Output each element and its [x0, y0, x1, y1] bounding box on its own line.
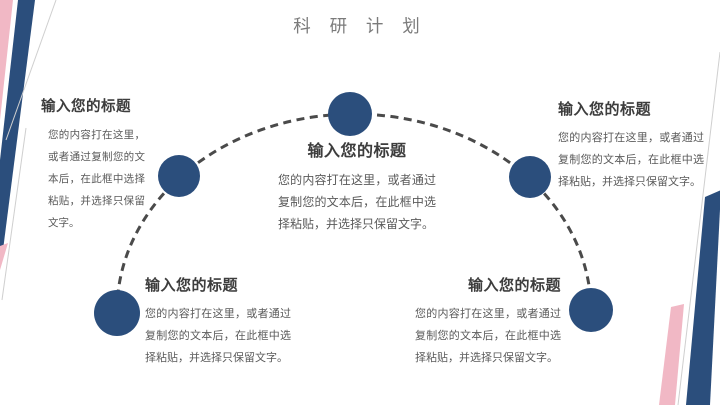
slide-title: 科 研 计 划 — [293, 16, 427, 36]
item-block-lower-left: 输入您的标题 您的内容打在这里，或者通过复制您的文本后，在此框中选择粘贴，并选择… — [145, 276, 291, 369]
node-circle-lower-left — [94, 290, 140, 336]
item-block-lower-right: 输入您的标题 您的内容打在这里，或者通过复制您的文本后，在此框中选择粘贴，并选择… — [415, 276, 561, 369]
item-body: 您的内容打在这里，或者通过复制您的文本后，在此框中选择粘贴，并选择只保留文字。 — [415, 308, 561, 364]
item-block-upper-left: 输入您的标题 您的内容打在这里，或者通过复制您的文本后，在此框中选择粘贴，并选择… — [41, 97, 151, 234]
node-circle-upper-left — [158, 155, 200, 197]
item-block-top-center: 输入您的标题 您的内容打在这里，或者通过复制您的文本后，在此框中选择粘贴，并选择… — [278, 142, 436, 235]
pink-stripe-top-left — [0, 0, 13, 120]
node-circle-top — [328, 92, 372, 136]
thin-line-top-left — [5, 0, 57, 141]
node-circle-upper-right — [509, 156, 551, 198]
item-body: 您的内容打在这里，或者通过复制您的文本后，在此框中选择粘贴，并选择只保留文字。 — [145, 308, 291, 364]
item-title: 输入您的标题 — [467, 277, 561, 294]
node-circle-lower-right — [569, 288, 613, 332]
item-title: 输入您的标题 — [558, 101, 652, 118]
item-title: 输入您的标题 — [307, 143, 407, 160]
thin-line-left-lower — [1, 127, 27, 301]
pink-sliver-top-left — [0, 243, 8, 270]
item-title: 输入您的标题 — [41, 99, 131, 115]
pink-stripe-bottom-right — [659, 304, 684, 405]
item-block-upper-right: 输入您的标题 您的内容打在这里，或者通过复制您的文本后，在此框中选择粘贴，并选择… — [558, 100, 704, 193]
item-title: 输入您的标题 — [145, 277, 239, 294]
item-body: 您的内容打在这里，或者通过复制您的文本后，在此框中选择粘贴，并选择只保留文字。 — [48, 129, 145, 229]
item-body: 您的内容打在这里，或者通过复制您的文本后，在此框中选择粘贴，并选择只保留文字。 — [558, 132, 704, 188]
blue-stripe-top-left — [0, 0, 35, 250]
thin-line-right — [677, 51, 720, 405]
blue-stripe-bottom-right — [686, 190, 720, 405]
item-body: 您的内容打在这里，或者通过复制您的文本后，在此框中选择粘贴，并选择只保留文字。 — [278, 173, 436, 231]
